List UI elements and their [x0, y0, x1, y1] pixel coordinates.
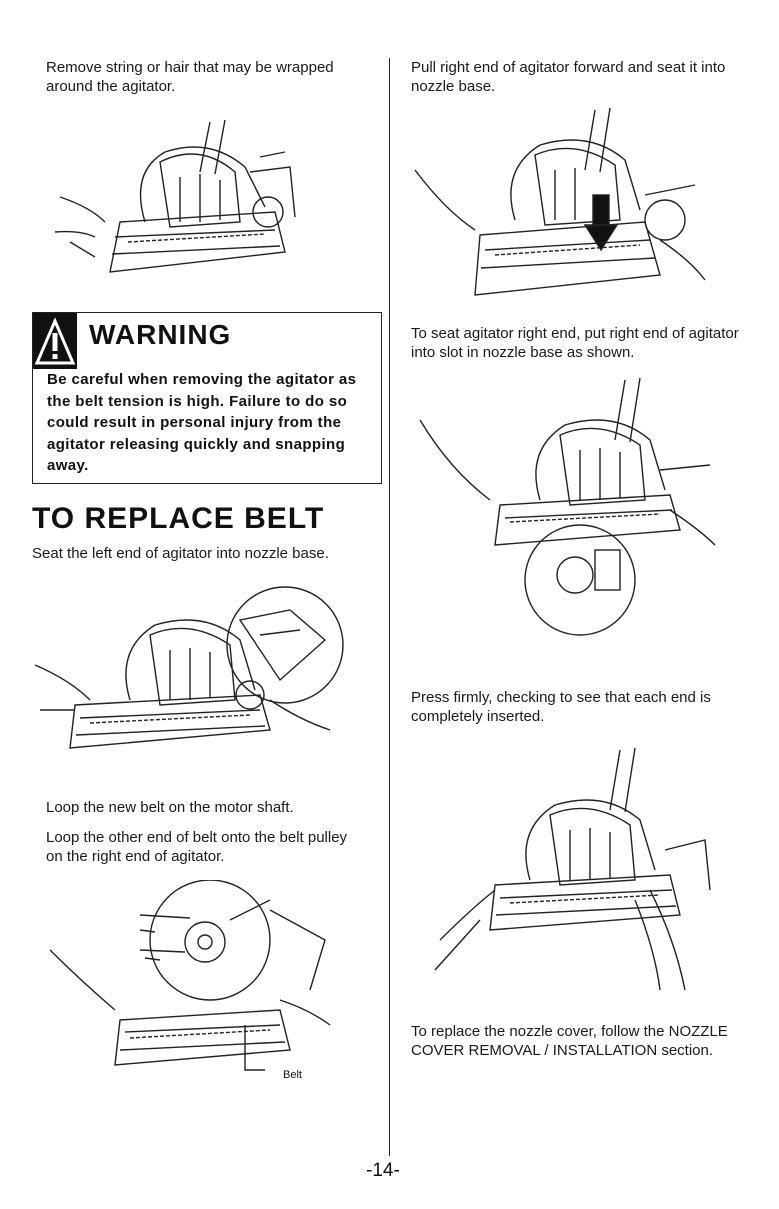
- step-loop-belt-motor: Loop the new belt on the motor shaft.: [46, 799, 294, 816]
- step-pull-right-end: Pull right end of agitator forward and s…: [411, 59, 726, 95]
- step-press-firmly: Press firmly, checking to see that each …: [411, 689, 711, 725]
- illustration-seat-left-end: [30, 580, 350, 765]
- step-seat-left-end: Seat the left end of agitator into nozzl…: [32, 545, 329, 562]
- belt-callout-label: Belt: [283, 1069, 302, 1081]
- illustration-remove-string: [50, 112, 300, 297]
- warning-title: WARNING: [89, 319, 232, 350]
- warning-box: WARNING Be careful when removing the agi…: [32, 312, 382, 484]
- illustration-seat-right-end: [410, 370, 730, 650]
- step-replace-cover: To replace the nozzle cover, follow the …: [411, 1023, 728, 1059]
- step-seat-right-end: To seat agitator right end, put right en…: [411, 325, 739, 361]
- column-divider: [389, 58, 390, 1156]
- illustration-pull-right-end: [405, 100, 725, 310]
- step-remove-string: Remove string or hair that may be wrappe…: [46, 59, 334, 95]
- page-number: -14-: [366, 1160, 400, 1181]
- warning-text: Be careful when removing the agitator as…: [47, 371, 357, 474]
- warning-triangle-icon: [33, 313, 77, 369]
- step-loop-belt-pulley: Loop the other end of belt onto the belt…: [46, 829, 348, 865]
- illustration-loop-belt: [40, 880, 340, 1080]
- section-title: TO REPLACE BELT: [32, 502, 325, 535]
- illustration-press-firmly: [420, 740, 720, 1000]
